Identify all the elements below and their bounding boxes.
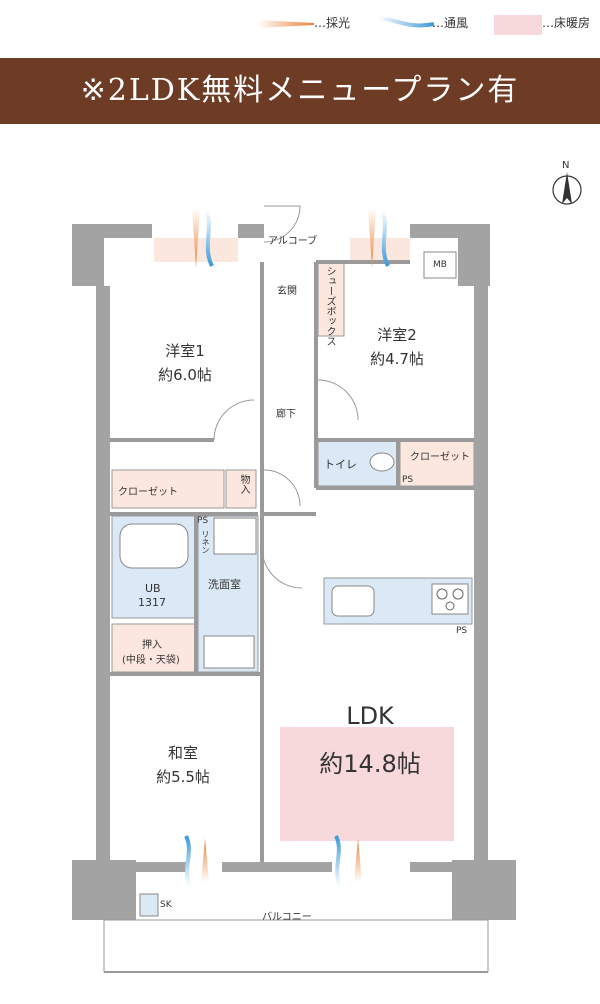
ventilation-legend-icon	[378, 17, 434, 28]
hallway-label: 廊下	[276, 409, 296, 420]
floor-heating-legend-label: …床暖房	[542, 16, 591, 30]
stove-icon	[431, 583, 469, 615]
ub-size-label: 1317	[138, 596, 166, 609]
closet-2-label: クローゼット	[410, 452, 470, 463]
closet-1-label: クローゼット	[118, 487, 178, 498]
daylight-legend-label: …採光	[314, 16, 351, 30]
alcove-label: アルコーブ	[268, 236, 318, 247]
door-swings	[213, 205, 359, 589]
linen-label: リネン	[201, 530, 210, 554]
oshiire-label: 押入	[142, 640, 162, 651]
western-room-2-size: 約4.7帖	[370, 350, 424, 368]
north-arrow-icon	[552, 172, 582, 205]
interior-walls	[110, 260, 474, 862]
floor-heating-legend-swatch	[494, 15, 542, 35]
closet-1	[111, 469, 225, 509]
ub-label: UB	[145, 582, 161, 595]
oshiire-sub-label: (中段・天袋)	[122, 655, 180, 666]
daylight-legend-icon	[258, 20, 314, 28]
western-room-1-name: 洋室1	[165, 342, 205, 360]
shoe-box	[317, 261, 345, 337]
oshiire	[111, 623, 197, 673]
compass-north-label: N	[562, 160, 570, 171]
japanese-room-name: 和室	[167, 744, 198, 762]
storage	[225, 469, 257, 509]
ps-label-toilet: PS	[402, 475, 414, 485]
japanese-room-size: 約5.5帖	[156, 768, 210, 786]
banner-text: ※2LDK無料メニュープラン有	[80, 73, 520, 108]
toilet-label: トイレ	[324, 458, 357, 471]
ps-label-bath: PS	[197, 516, 209, 526]
western-room-2-name: 洋室2	[377, 326, 417, 344]
storage-label: 物入	[238, 474, 249, 494]
washroom-label: 洗面室	[208, 578, 241, 591]
toilet-bowl-icon	[369, 452, 395, 472]
mb-box	[423, 251, 457, 279]
ldk-name: LDK	[346, 702, 394, 730]
balcony-label: バルコニー	[262, 912, 312, 923]
banner: ※2LDK無料メニュープラン有	[0, 58, 600, 124]
sink-icon	[331, 585, 375, 617]
balcony	[103, 919, 489, 973]
western-room-1-size: 約6.0帖	[158, 366, 212, 384]
sk-sink-icon	[139, 893, 159, 917]
walls	[72, 224, 516, 920]
washbasin	[213, 517, 257, 555]
bathtub	[119, 523, 189, 569]
legend: …採光 …通風 …床暖房	[0, 6, 600, 40]
mb-label: MB	[433, 260, 447, 270]
daylight-arrow-icon	[192, 208, 376, 882]
ldk-size: 約14.8帖	[319, 750, 421, 778]
shoe-box-label: シューズボックス	[324, 266, 335, 346]
washer-pan	[203, 635, 255, 669]
entrance-label: 玄関	[277, 286, 297, 297]
sk-label: SK	[160, 900, 172, 910]
ventilation-arrow-icon	[184, 209, 390, 887]
ventilation-legend-label: …通風	[432, 16, 469, 30]
ps-label-kitchen: PS	[456, 626, 468, 636]
floor-heating-area	[280, 727, 454, 841]
window-west-2	[350, 238, 410, 262]
